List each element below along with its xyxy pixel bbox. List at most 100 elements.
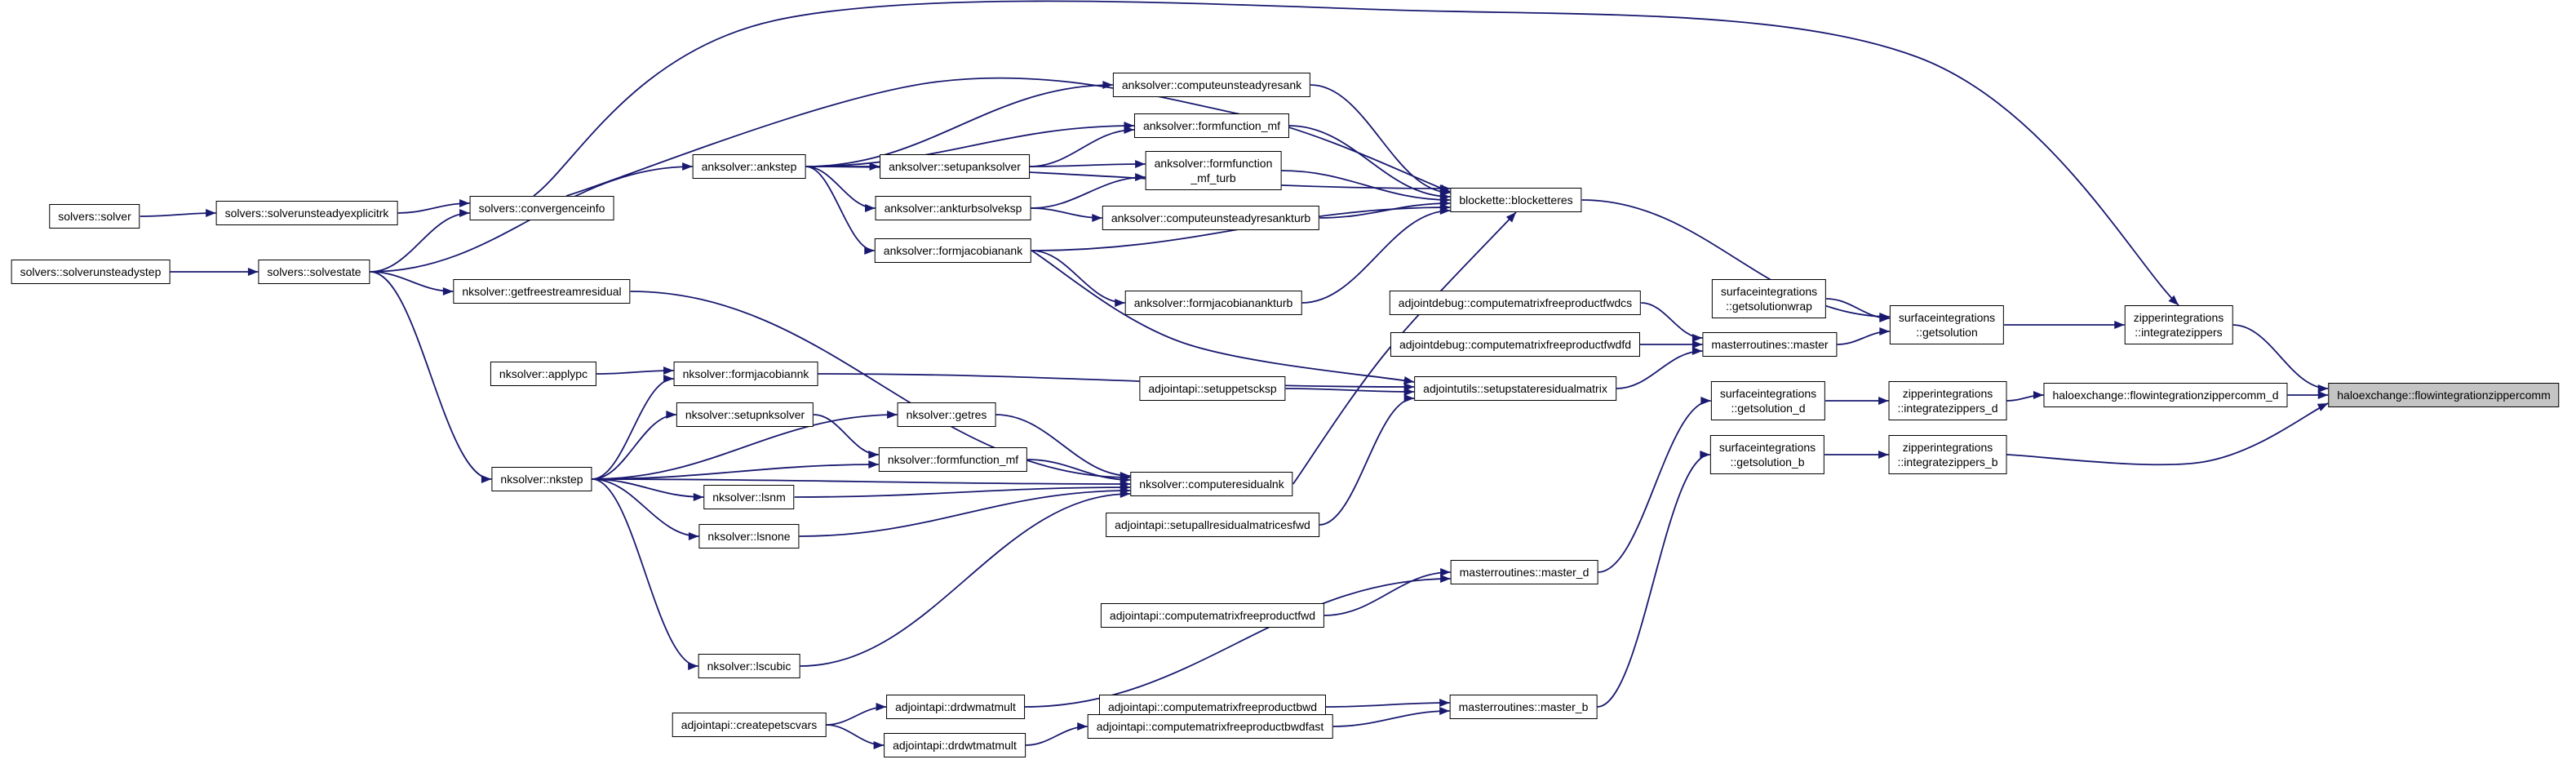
node-formjacobianank[interactable]: anksolver::formjacobianank — [874, 238, 1032, 263]
edge-blocketteres-getsolution — [1581, 199, 1890, 321]
node-master[interactable]: masterroutines::master — [1702, 332, 1838, 357]
node-getsolutionwrap[interactable]: surfaceintegrations ::getsolutionwrap — [1711, 279, 1827, 318]
edge-ankturbsolveksp-formfunction_mf_turb — [1031, 173, 1146, 209]
edge-computeresidualnk-blocketteres — [1292, 211, 1517, 485]
edge-convergenceinfo-blocketteres — [565, 77, 1451, 197]
node-setupanksolver[interactable]: anksolver::setupanksolver — [880, 154, 1030, 179]
node-applypc[interactable]: nksolver::applypc — [490, 362, 597, 386]
edge-setupstateresidualmatrix-master — [1616, 347, 1703, 389]
node-formfunction_mf_ank[interactable]: anksolver::formfunction_mf — [1133, 113, 1290, 138]
node-setupnksolver[interactable]: nksolver::setupnksolver — [676, 402, 814, 427]
edge-computematrixfreeproductbwd-master_b — [1326, 699, 1450, 708]
edge-ankstep-computeunsteadyresank — [805, 81, 1113, 167]
edge-computematrixfreeproductfwd-master_d — [1324, 568, 1451, 616]
edge-formfunction_mf_ank-blocketteres — [1289, 125, 1451, 201]
edge-lscubic-computeresidualnk — [800, 490, 1131, 667]
edge-nkstep-lscubic — [592, 478, 698, 670]
node-ankstep[interactable]: anksolver::ankstep — [692, 154, 806, 179]
edge-getfreestreamresidual-computeresidualnk — [630, 291, 1131, 482]
node-integratezippers_b[interactable]: zipperintegrations ::integratezippers_b — [1888, 435, 2007, 474]
edge-computematrixfreeproductbwdfast-master_b — [1332, 707, 1450, 727]
edge-solverunsteadyexplicitrk-convergenceinfo — [397, 199, 470, 214]
edge-createpetscvars-drdwtmatmult — [826, 724, 885, 749]
edge-nkstep-formjacobiannk — [592, 375, 674, 480]
edge-ankstep-formfunction_mf_ank — [805, 122, 1134, 167]
node-integratezippers[interactable]: zipperintegrations ::integratezippers — [2124, 305, 2233, 344]
node-flowintegrationzippercomm[interactable]: haloexchange::flowintegrationzippercomm — [2328, 383, 2560, 407]
edge-applypc-formjacobiannk — [596, 366, 674, 375]
edge-master_b-getsolution_b — [1597, 451, 1710, 708]
node-solverunsteadyexplicitrk[interactable]: solvers::solverunsteadyexplicitrk — [215, 201, 398, 225]
node-getsolution_b[interactable]: surfaceintegrations ::getsolution_b — [1709, 435, 1825, 474]
node-formjacobianankturb[interactable]: anksolver::formjacobianankturb — [1124, 291, 1302, 315]
edge-solvestate-nkstep — [370, 271, 492, 483]
edge-master-getsolution — [1837, 327, 1890, 345]
edge-master_d-getsolution_d — [1598, 397, 1711, 573]
edge-setupanksolver-formfunction_mf_ank — [1029, 126, 1134, 167]
node-setuppetscksp[interactable]: adjointapi::setuppetscksp — [1139, 376, 1286, 401]
edge-setuppetscksp-setupstateresidualmatrix — [1285, 387, 1415, 396]
edge-setupanksolver-formfunction_mf_turb — [1029, 160, 1146, 169]
node-master_b[interactable]: masterroutines::master_b — [1449, 695, 1598, 719]
node-solver[interactable]: solvers::solver — [49, 204, 140, 229]
node-blocketteres[interactable]: blockette::blocketteres — [1450, 188, 1582, 212]
edge-solvestate-convergenceinfo — [370, 209, 470, 273]
edge-formjacobianankturb-blocketteres — [1301, 207, 1451, 304]
edge-nkstep-getres — [592, 411, 898, 480]
edge-nkstep-formfunction_mf_nk — [592, 460, 879, 480]
node-flowintegrationzippercomm_d[interactable]: haloexchange::flowintegrationzippercomm_… — [2043, 383, 2288, 407]
node-computematrixfreeproductfwd[interactable]: adjointapi::computematrixfreeproductfwd — [1100, 603, 1325, 628]
edge-nkstep-lsnone — [592, 478, 699, 540]
edge-solver-solverunsteadyexplicitrk — [140, 209, 216, 218]
node-formjacobiannk[interactable]: nksolver::formjacobiannk — [673, 362, 818, 386]
edge-formfunction_mf_nk-computeresidualnk — [1027, 459, 1131, 484]
node-master_d[interactable]: masterroutines::master_d — [1450, 560, 1598, 584]
node-getres[interactable]: nksolver::getres — [897, 402, 996, 427]
node-lsnm[interactable]: nksolver::lsnm — [703, 485, 795, 509]
node-createpetscvars[interactable]: adjointapi::createpetscvars — [672, 713, 827, 737]
node-setupstateresidualmatrix[interactable]: adjointutils::setupstateresidualmatrix — [1414, 376, 1616, 401]
edge-integratezippers_b-flowintegrationzippercomm — [2006, 402, 2329, 466]
edge-integratezippers_d-flowintegrationzippercomm_d — [2006, 391, 2044, 402]
edge-lsnone-computeresidualnk — [799, 486, 1131, 537]
edge-computeunsteadyresank-blocketteres — [1310, 84, 1451, 197]
node-computeunsteadyresank[interactable]: anksolver::computeunsteadyresank — [1112, 73, 1311, 97]
node-getsolution_d[interactable]: surfaceintegrations ::getsolution_d — [1710, 381, 1826, 420]
node-computematrixfreeproductbwdfast[interactable]: adjointapi::computematrixfreeproductbwdf… — [1087, 714, 1333, 739]
node-drdwtmatmult[interactable]: adjointapi::drdwtmatmult — [884, 733, 1026, 757]
node-computematrixfreeproductfwdfd[interactable]: adjointdebug::computematrixfreeproductfw… — [1390, 332, 1641, 357]
edge-formjacobianank-formjacobianankturb — [1031, 250, 1125, 307]
edge-formjacobiannk-setupstateresidualmatrix — [818, 373, 1415, 391]
node-getfreestreamresidual[interactable]: nksolver::getfreestreamresidual — [453, 279, 631, 304]
edge-computeunsteadyresankturb-blocketteres — [1319, 199, 1451, 219]
edge-ankstep-ankturbsolveksp — [805, 166, 876, 212]
node-getsolution[interactable]: surfaceintegrations ::getsolution — [1889, 305, 2005, 344]
edge-createpetscvars-drdwmatmult — [826, 703, 887, 726]
node-formfunction_mf_nk[interactable]: nksolver::formfunction_mf — [878, 447, 1028, 472]
node-convergenceinfo[interactable]: solvers::convergenceinfo — [469, 196, 614, 220]
node-lsnone[interactable]: nksolver::lsnone — [698, 524, 800, 549]
node-setupallresidualmatricesfwd[interactable]: adjointapi::setupallresidualmatricesfwd — [1106, 513, 1319, 537]
edge-solvestate-getfreestreamresidual — [370, 271, 454, 295]
node-nkstep[interactable]: nksolver::nkstep — [491, 467, 592, 491]
edge-ankstep-formjacobianank — [805, 166, 875, 255]
node-ankturbsolveksp[interactable]: anksolver::ankturbsolveksp — [875, 196, 1031, 220]
node-solvestate[interactable]: solvers::solvestate — [258, 260, 370, 284]
edge-convergenceinfo-integratezippers — [533, 0, 2179, 306]
node-lscubic[interactable]: nksolver::lscubic — [698, 654, 800, 678]
edge-drdwmatmult-master_d — [1024, 575, 1451, 708]
edge-getsolutionwrap-getsolution — [1826, 298, 1890, 322]
edge-lsnm-computeresidualnk — [794, 483, 1131, 498]
node-integratezippers_d[interactable]: zipperintegrations ::integratezippers_d — [1888, 381, 2007, 420]
node-solverunsteadystep[interactable]: solvers::solverunsteadystep — [11, 260, 171, 284]
edge-setupnksolver-formfunction_mf_nk — [814, 414, 879, 459]
node-computeunsteadyresankturb[interactable]: anksolver::computeunsteadyresankturb — [1102, 206, 1320, 230]
edge-integratezippers-flowintegrationzippercomm — [2232, 324, 2329, 393]
node-formfunction_mf_turb[interactable]: anksolver::formfunction _mf_turb — [1145, 151, 1282, 190]
node-computematrixfreeproductfwdcs[interactable]: adjointdebug::computematrixfreeproductfw… — [1389, 291, 1642, 315]
node-computeresidualnk[interactable]: nksolver::computeresidualnk — [1130, 472, 1293, 496]
node-drdwmatmult[interactable]: adjointapi::drdwmatmult — [886, 695, 1025, 719]
edge-formjacobianank-setupstateresidualmatrix — [1031, 250, 1415, 384]
